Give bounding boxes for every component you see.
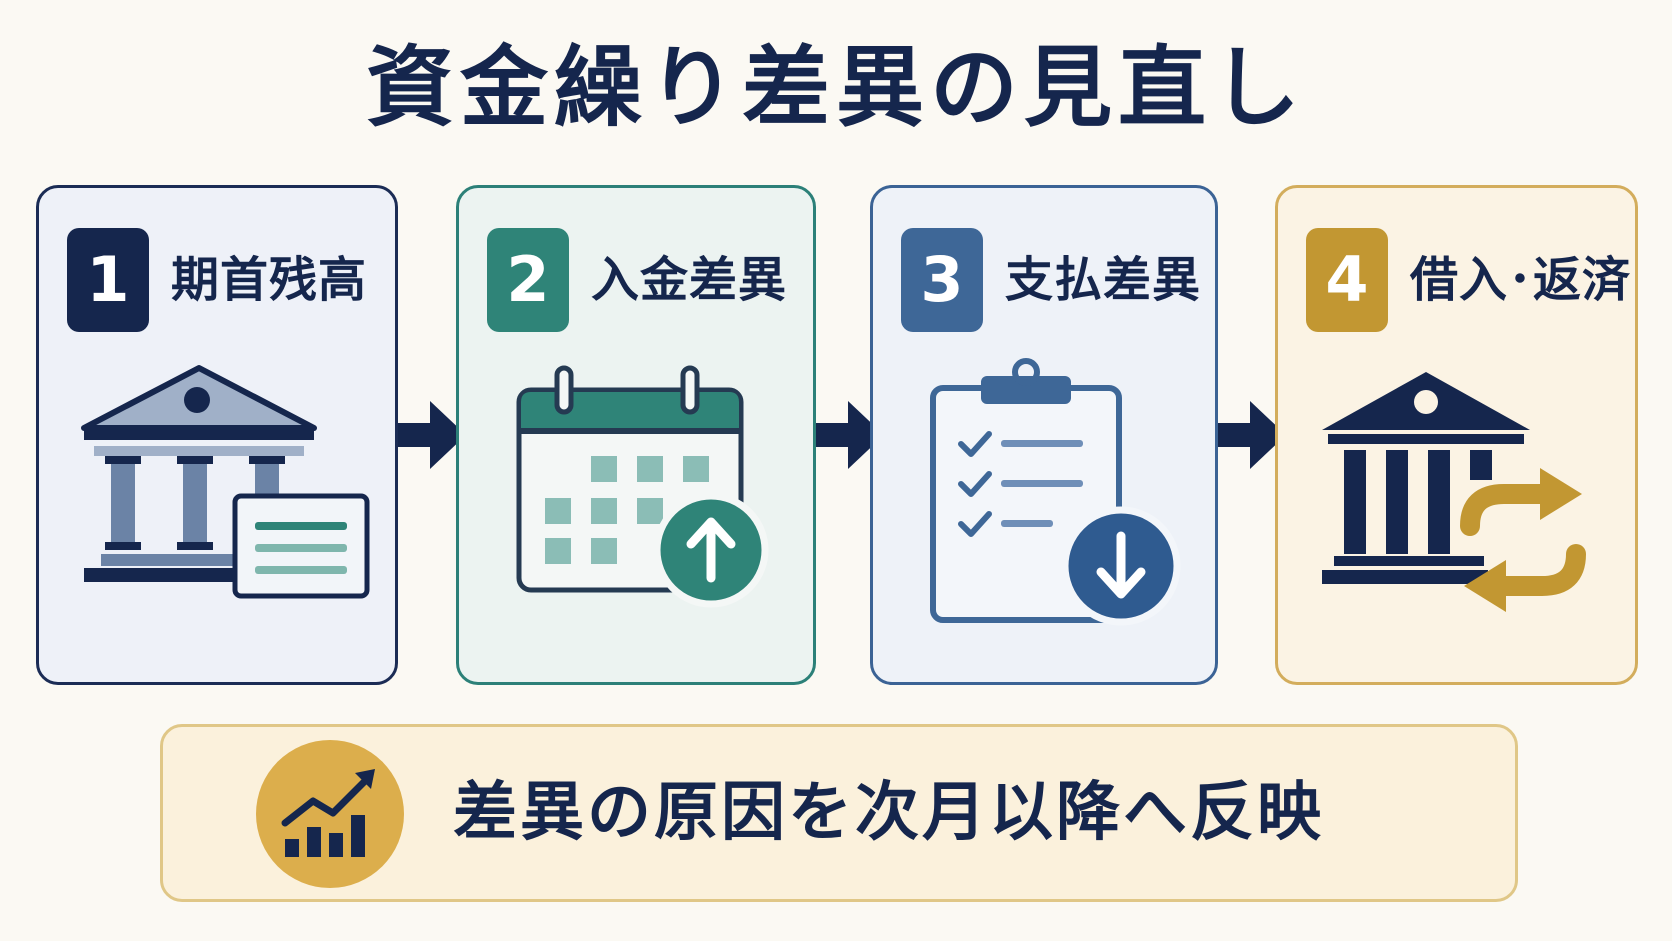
bank-exchange-icon bbox=[1322, 372, 1586, 612]
conclusion-box: 差異の原因を次月以降へ反映 bbox=[160, 724, 1518, 902]
growth-chart-icon bbox=[256, 740, 404, 888]
step-card-1: 1 期首残高 bbox=[36, 185, 398, 685]
page-title: 資金繰り差異の見直し bbox=[365, 36, 1306, 139]
conclusion-text: 差異の原因を次月以降へ反映 bbox=[453, 776, 1324, 850]
calendar-up-arrow-icon bbox=[516, 365, 769, 608]
arrow-right-icon bbox=[1218, 401, 1286, 469]
step-card-2: 2 入金差異 bbox=[456, 185, 816, 685]
step-label: 借入･返済 bbox=[1410, 252, 1632, 308]
step-label: 入金差異 bbox=[591, 252, 788, 308]
arrow-right-icon bbox=[816, 401, 884, 469]
step-card-3: 3 支払差異 bbox=[870, 185, 1218, 685]
step-card-4: 4 借入･返済 bbox=[1275, 185, 1638, 685]
step-number-badge: 1 bbox=[67, 228, 149, 332]
step-label: 期首残高 bbox=[171, 252, 368, 308]
step-number-badge: 3 bbox=[901, 228, 983, 332]
bank-with-statement-icon bbox=[81, 365, 370, 599]
arrow-right-icon bbox=[398, 401, 466, 469]
step-number-badge: 2 bbox=[487, 228, 569, 332]
step-number-badge: 4 bbox=[1306, 228, 1388, 332]
step-label: 支払差異 bbox=[1005, 252, 1202, 308]
clipboard-down-arrow-icon bbox=[930, 358, 1181, 626]
